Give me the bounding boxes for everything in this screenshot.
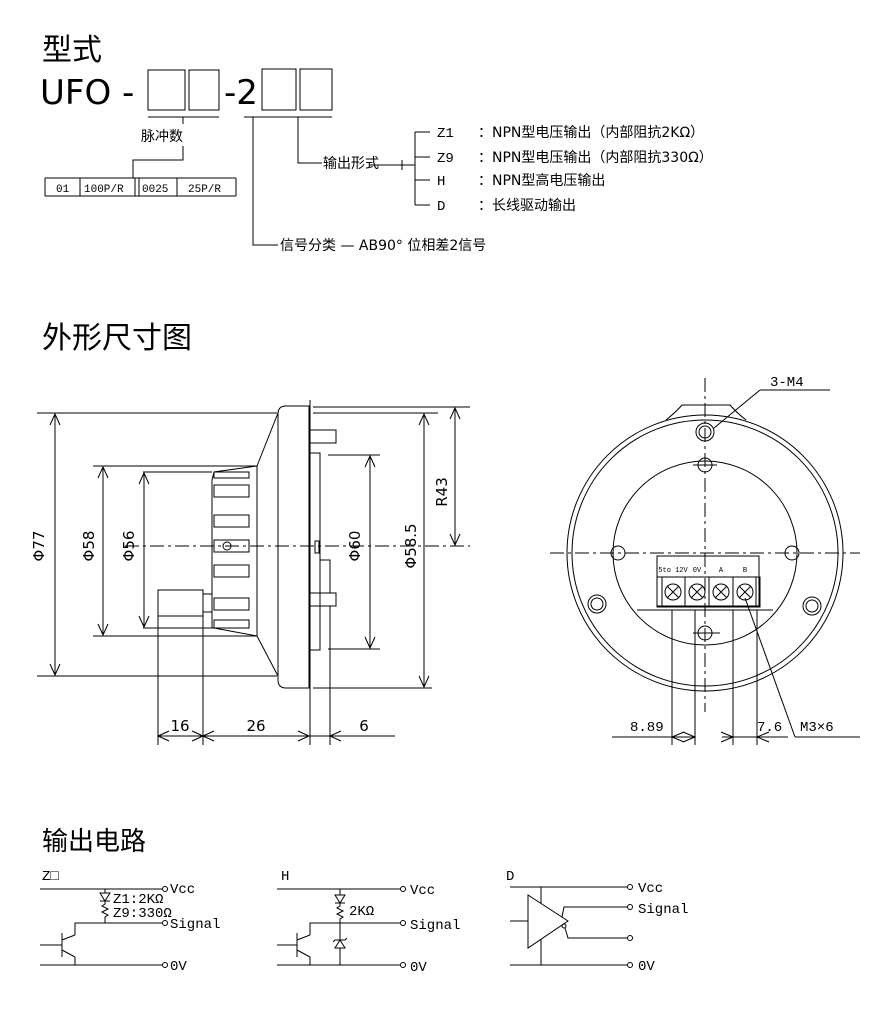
- ov-label: 0V: [170, 959, 187, 975]
- vcc-label: Vcc: [410, 883, 435, 899]
- pulse-cell: 25P/R: [188, 184, 221, 196]
- pulse-label: 脉冲数: [141, 129, 183, 145]
- output-desc: ：NPN型高电压输出: [478, 172, 605, 189]
- output-desc: ：NPN型电压输出（内部阻抗330Ω）: [478, 150, 713, 166]
- pulse-box-1: [147, 69, 186, 111]
- output-code: H: [437, 174, 445, 190]
- circuit-d: D Vcc Signal 0V: [506, 869, 688, 975]
- output-code: D: [437, 199, 445, 215]
- terminal-label: A: [719, 567, 724, 575]
- dimensions-title: 外形尺寸图: [42, 321, 192, 356]
- dim-l6: 6: [359, 717, 369, 735]
- dim-d58: Φ58: [80, 531, 98, 562]
- ov-label: 0V: [410, 960, 427, 976]
- resistor-label: 2KΩ: [349, 904, 374, 920]
- terminal-label: 5to 12V: [658, 567, 688, 575]
- holes-label: 3-M4: [770, 375, 804, 391]
- circuits-title: 输出电路: [42, 827, 146, 857]
- output-code: Z9: [437, 151, 454, 167]
- pitch-1: 8.89: [630, 720, 664, 736]
- pulse-table: 01 100P/R 0025 25P/R: [44, 177, 237, 197]
- dim-d77: Φ77: [30, 531, 48, 562]
- circuit-z: Z□ Vcc Z1:2KΩ Z9:330Ω Signal 0V: [40, 869, 220, 975]
- front-view: 5to 12V 0V A B 3-M4 8.89 7.6 M3×6: [550, 375, 860, 745]
- terminal-label: B: [743, 567, 747, 575]
- output-code: Z1: [437, 126, 454, 142]
- signal-label: Signal: [170, 917, 220, 933]
- model-title: 型式: [42, 33, 102, 68]
- circuit-z-label: Z□: [42, 869, 59, 885]
- terminal-label: 0V: [693, 567, 702, 575]
- output-box-2: [299, 68, 333, 111]
- model-prefix: UFO -: [40, 73, 134, 113]
- pulse-box-2: [188, 69, 220, 111]
- dim-d58-5: Φ58.5: [402, 523, 420, 568]
- side-view: Φ77 Φ58 Φ56 Φ60 Φ58.5 R43 16 26 6: [30, 400, 470, 745]
- dim-d60: Φ60: [346, 531, 364, 562]
- vcc-label: Vcc: [170, 882, 195, 898]
- resistor-z1-label: Z1:2KΩ: [113, 892, 163, 908]
- circuit-h: H Vcc 2KΩ Signal 0V: [277, 869, 460, 976]
- pulse-cell: 01: [56, 184, 70, 196]
- screw-label: M3×6: [800, 720, 834, 736]
- pulse-cell: 0025: [142, 184, 168, 196]
- pitch-2: 7.6: [757, 720, 782, 736]
- signal-label: Signal: [638, 902, 688, 918]
- output-desc: ：NPN型电压输出（内部阻抗2KΩ）: [478, 125, 704, 141]
- vcc-label: Vcc: [638, 881, 663, 897]
- pulse-cell: 100P/R: [84, 184, 124, 196]
- signal-label: Signal: [410, 918, 460, 934]
- dim-d56: Φ56: [120, 531, 138, 562]
- output-label: 输出形式: [323, 156, 379, 172]
- ov-label: 0V: [638, 959, 655, 975]
- dim-r43: R43: [433, 477, 451, 507]
- dim-l26: 26: [246, 717, 265, 735]
- model-mid: -2: [224, 73, 258, 113]
- model-section: 型式 UFO - -2 脉冲数 01 100P/R 0025 25P/R: [40, 33, 713, 254]
- resistor-z9-label: Z9:330Ω: [113, 906, 172, 922]
- signal-label: 信号分类 — AB90° 位相差2信号: [280, 238, 486, 254]
- terminal-block: 5to 12V 0V A B: [656, 555, 761, 608]
- circuit-d-label: D: [506, 869, 514, 885]
- output-desc: ：长线驱动输出: [478, 198, 576, 214]
- dim-l16: 16: [170, 717, 189, 735]
- circuit-h-label: H: [281, 869, 289, 885]
- output-box-1: [261, 68, 297, 111]
